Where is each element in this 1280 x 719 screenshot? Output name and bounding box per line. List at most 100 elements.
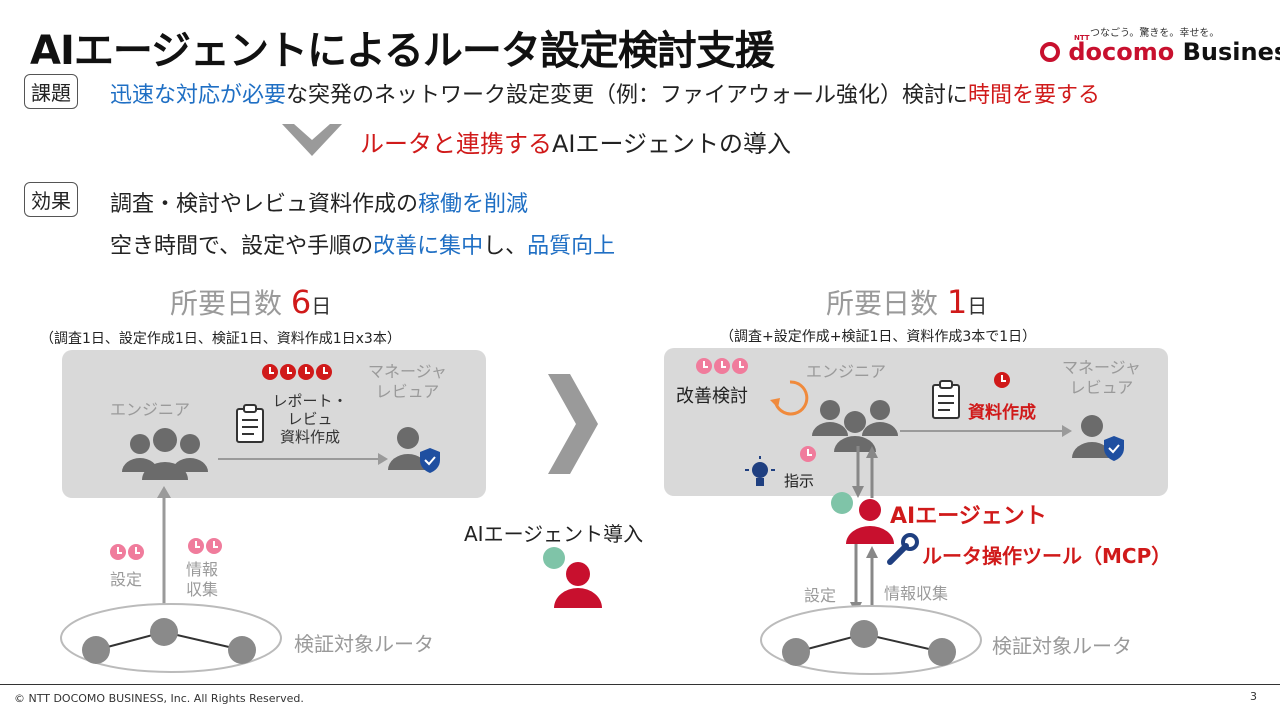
clock-icon (110, 544, 126, 560)
right-router-cloud (760, 605, 982, 675)
right-info-label: 情報収集 (884, 584, 949, 603)
logo-ntt: NTT (1074, 34, 1090, 42)
left-engineer-label: エンジニア (110, 400, 191, 419)
right-breakdown: （調査+設定作成+検証1日、資料作成3本で1日） (720, 329, 1037, 345)
manager-shield-icon (1072, 415, 1124, 461)
ai-agent-icon (543, 547, 602, 608)
docomo-business-logo: NTT docomo Business (1040, 34, 1280, 66)
left-info-clocks (188, 538, 224, 558)
clock-icon (696, 358, 712, 374)
logo-docomo: docomo (1068, 38, 1175, 66)
intro-highlight: ルータと連携する (360, 130, 552, 158)
effect-line-2-highlight-b: 品質向上 (527, 234, 616, 259)
intro-text: ルータと連携するAIエージェントの導入 (360, 124, 791, 159)
left-manager-line-2: レビュア (375, 382, 440, 401)
right-improve-label: 改善検討 (676, 386, 748, 407)
clock-icon (128, 544, 144, 560)
right-setting-label: 設定 (804, 586, 837, 605)
right-instruct-label: 指示 (784, 472, 815, 490)
clipboard-icon (932, 380, 960, 419)
right-lower-arrows (850, 544, 878, 614)
right-manager-line-2: レビュア (1069, 378, 1134, 397)
issue-highlight-1: 迅速な対応が必要 (110, 83, 287, 108)
right-instruct-clock (800, 446, 818, 466)
left-setting-label: 設定 (110, 570, 143, 589)
footer-divider (0, 684, 1280, 685)
issue-text: 迅速な対応が必要な突発のネットワーク設定変更（例：ファイアウォール強化）検討に時… (110, 77, 1100, 109)
left-manager-line-1: マネージャ (368, 362, 447, 381)
right-days: 所要日数 1日 (826, 282, 987, 322)
clock-icon (994, 372, 1010, 388)
right-ai-agent-label: AIエージェント (890, 504, 1047, 529)
right-upper-arrows (852, 446, 878, 498)
clock-icon (262, 364, 278, 380)
cycle-arrow-icon (770, 380, 809, 416)
left-info-label: 情報 収集 (186, 560, 218, 600)
footer-copyright: © NTT DOCOMO BUSINESS, Inc. All Rights R… (14, 692, 304, 705)
ai-agent-person-icon (846, 499, 894, 544)
manager-shield-icon (388, 427, 440, 473)
effect-line-1-highlight: 稼働を削減 (418, 192, 529, 217)
clock-icon (732, 358, 748, 374)
right-engineer-label: エンジニア (806, 362, 887, 381)
brain-icon (831, 492, 853, 514)
page-title: AIエージェントによるルータ設定検討支援 (30, 28, 775, 74)
clock-icon (280, 364, 296, 380)
clock-icon (298, 364, 314, 380)
left-clocks (262, 364, 334, 384)
left-router-label: 検証対象ルータ (294, 632, 434, 656)
effect-line-1-body: 調査・検討やレビュ資料作成の (110, 192, 419, 217)
engineer-group-icon (122, 428, 208, 480)
issue-tag: 課題 (24, 74, 78, 109)
chevron-down-icon (282, 124, 342, 156)
effect-tag: 効果 (24, 182, 78, 217)
left-doc-line-1: レポート・ (272, 392, 348, 410)
effect-line-2: 空き時間で、設定や手順の改善に集中し、品質向上 (110, 228, 615, 260)
effect-line-2-body-a: 空き時間で、設定や手順の (110, 234, 374, 259)
right-doc-label: 資料作成 (968, 403, 1036, 423)
clock-icon (206, 538, 222, 554)
logo-business: Business (1182, 38, 1280, 66)
right-tool-label: ルータ操作ツール（MCP） (922, 544, 1172, 568)
issue-highlight-2: 時間を要する (968, 83, 1101, 108)
page-number: 3 (1250, 690, 1257, 703)
right-days-label: 所要日数 (826, 287, 939, 320)
left-doc-line-3: 資料作成 (279, 428, 340, 446)
left-doc-label: レポート・ レビュ 資料作成 (270, 392, 350, 446)
logo-mark-icon (1040, 42, 1060, 62)
left-days-label: 所要日数 (170, 287, 283, 320)
lightbulb-icon (745, 456, 775, 486)
right-doc-clock (994, 372, 1012, 392)
engineer-group-icon (812, 400, 898, 452)
intro-body: AIエージェントの導入 (552, 130, 792, 158)
left-setting-clocks (110, 544, 146, 564)
right-manager-label: マネージャ レビュア (1062, 358, 1141, 398)
effect-line-1: 調査・検討やレビュ資料作成の稼働を削減 (110, 186, 528, 218)
right-improve-clocks (696, 358, 750, 378)
left-router-cloud (60, 603, 282, 673)
left-days-unit: 日 (311, 294, 332, 318)
left-days: 所要日数 6日 (170, 282, 331, 322)
clock-icon (800, 446, 816, 462)
effect-line-2-body-b: し、 (483, 234, 528, 259)
left-manager-label: マネージャ レビュア (368, 362, 447, 402)
wrench-icon (887, 533, 919, 565)
logo-tagline: つなごう。驚きを。幸せを。 (1090, 28, 1220, 39)
right-flow-arrow (900, 425, 1072, 437)
clock-icon (316, 364, 332, 380)
right-days-number: 1 (946, 283, 968, 321)
clock-icon (188, 538, 204, 554)
chevron-right-icon (548, 374, 598, 474)
right-manager-line-1: マネージャ (1062, 358, 1141, 377)
left-info-line-2: 収集 (186, 580, 219, 599)
left-breakdown: （調査1日、設定作成1日、検証1日、資料作成1日x3本） (40, 331, 401, 347)
middle-label: AIエージェント導入 (464, 522, 644, 546)
left-flow-arrow (218, 453, 388, 465)
effect-line-2-highlight-a: 改善に集中 (373, 234, 484, 259)
left-days-number: 6 (290, 283, 312, 321)
issue-body: な突発のネットワーク設定変更（例：ファイアウォール強化）検討に (286, 83, 969, 108)
clock-icon (714, 358, 730, 374)
right-days-unit: 日 (967, 294, 988, 318)
clipboard-icon (236, 404, 264, 443)
left-doc-line-2: レビュ (287, 410, 333, 428)
